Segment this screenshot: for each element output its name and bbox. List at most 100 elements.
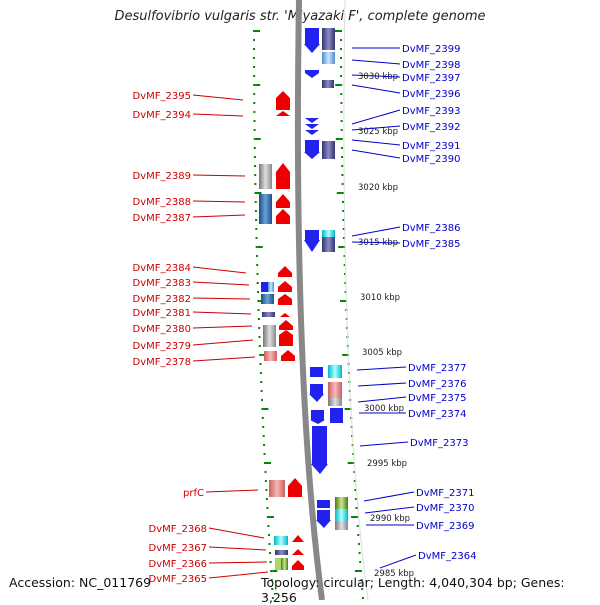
tick-dot [344, 273, 346, 275]
tick-dot [269, 552, 271, 554]
gene-label: DvMF_2371 [416, 488, 474, 499]
tick-mark [344, 408, 350, 410]
tick-dot [258, 345, 261, 347]
gene-block [261, 294, 274, 304]
gene-block [312, 426, 327, 464]
tick-mark [335, 30, 340, 32]
gene-block [322, 237, 335, 252]
tick-dot [264, 462, 266, 464]
kbp-marker: 3010 kbp [360, 293, 400, 303]
tick-dot [254, 192, 257, 194]
gene-label: DvMF_2395 [133, 91, 191, 102]
tick-dot [360, 579, 363, 581]
tick-dot [255, 246, 258, 248]
gene-block [268, 282, 274, 292]
tick-dot [340, 39, 342, 41]
tick-dot [357, 543, 360, 545]
tick-dot [342, 237, 345, 239]
gene-block [322, 141, 335, 159]
gene-label: DvMF_2380 [133, 324, 191, 335]
gene-label: DvMF_2387 [133, 213, 191, 224]
tick-dot [355, 507, 358, 509]
gene-arrow [304, 240, 320, 252]
tick-dot [342, 201, 344, 203]
right-leader-lines [351, 47, 417, 569]
tick-dot [254, 165, 257, 167]
gene-arrow [304, 44, 320, 53]
gene-block [262, 312, 275, 317]
tick-dot [253, 66, 256, 68]
gene-label: DvMF_2376 [408, 379, 466, 390]
gene-arrow [309, 394, 324, 402]
gene-label: DvMF_2390 [402, 154, 460, 165]
tick-dot [254, 201, 257, 203]
gene-label: DvMF_2396 [402, 89, 460, 100]
gene-block [335, 521, 348, 530]
gene-arrow [276, 194, 290, 208]
tick-mark [354, 570, 360, 572]
tick-mark [272, 570, 278, 572]
tick-dot [341, 156, 344, 158]
gene-arrow [276, 111, 290, 116]
gene-label: DvMF_2399 [402, 44, 460, 55]
tick-dot [258, 336, 261, 338]
tick-dot [253, 129, 256, 131]
tick-dot [266, 516, 269, 518]
left-leader-lines [192, 94, 269, 579]
gene-label: DvMF_2392 [402, 122, 460, 133]
tick-dot [261, 399, 263, 401]
gene-block [322, 28, 335, 50]
tick-dot [254, 210, 257, 212]
tick-dot [266, 507, 269, 509]
gene-arrow [305, 70, 319, 78]
gene-label: DvMF_2391 [402, 141, 460, 152]
tick-dot [340, 48, 342, 50]
gene-arrow [292, 535, 304, 542]
tick-dot [270, 570, 273, 572]
gene-block [310, 367, 323, 377]
gene-block [305, 140, 319, 152]
gene-arrow [281, 350, 295, 361]
tick-dot [262, 435, 265, 437]
tick-dot [343, 246, 346, 248]
gene-arrow [276, 91, 290, 110]
tick-dot [341, 165, 344, 167]
tick-dot [342, 228, 345, 230]
gene-label: DvMF_2370 [416, 503, 474, 514]
tick-mark [255, 84, 261, 86]
tick-dot [259, 372, 262, 374]
gene-label: DvMF_2386 [402, 223, 460, 234]
gene-arrow [278, 294, 292, 305]
tick-dot [354, 489, 357, 491]
gene-label: DvMF_2366 [149, 559, 207, 570]
tick-dot [253, 39, 255, 41]
gene-arrow [292, 549, 304, 555]
tick-dot [253, 111, 256, 113]
tick-dot [256, 282, 259, 284]
tick-dot [341, 174, 344, 176]
tick-dot [263, 444, 266, 446]
gene-arrow [305, 118, 319, 135]
tick-dot [352, 462, 355, 464]
gene-label: DvMF_2382 [133, 294, 191, 305]
gene-block [317, 500, 330, 508]
gene-arrow [278, 281, 292, 292]
tick-dot [359, 561, 362, 563]
forward-strand-genes [259, 91, 304, 570]
kbp-marker: 2995 kbp [367, 459, 407, 469]
gene-block [322, 52, 335, 64]
gene-label: DvMF_2373 [410, 438, 468, 449]
tick-dot [253, 102, 256, 104]
tick-dot [253, 84, 256, 86]
tick-mark [351, 516, 357, 518]
gene-block [263, 325, 276, 347]
tick-dot [340, 75, 343, 77]
gene-label: DvMF_2385 [402, 239, 460, 250]
tick-dot [354, 498, 357, 500]
tick-dot [257, 300, 260, 302]
left-gene-labels: DvMF_2395 DvMF_2394 DvMF_2389 DvMF_2388 … [133, 91, 207, 585]
gene-arrow [288, 478, 302, 497]
tick-mark [336, 192, 342, 194]
gene-label: DvMF_2381 [133, 308, 191, 319]
